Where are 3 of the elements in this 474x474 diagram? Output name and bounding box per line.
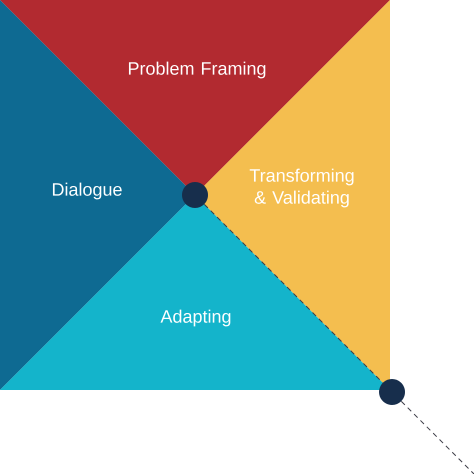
dot-marker bbox=[379, 379, 405, 405]
dashed-line bbox=[400, 400, 474, 474]
dot-marker bbox=[182, 182, 208, 208]
